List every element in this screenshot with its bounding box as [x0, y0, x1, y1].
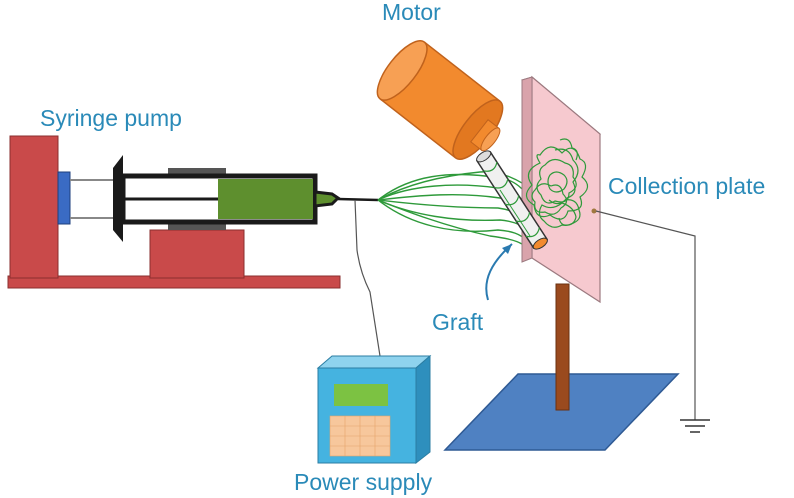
syringe-fluid [218, 179, 313, 219]
keypad [329, 415, 391, 457]
plunger-pad [57, 171, 71, 225]
syringe-pump-icon [7, 135, 379, 289]
pump-upright [9, 135, 59, 279]
stand-base [443, 373, 680, 451]
syringe-tip [313, 190, 341, 208]
graft-icon [475, 150, 549, 250]
stand-icon [443, 283, 680, 451]
power-supply-label: Power supply [294, 469, 433, 495]
power-supply-icon [316, 354, 432, 465]
motor-label: Motor [382, 0, 441, 25]
wires [354, 199, 696, 420]
graft-label: Graft [432, 309, 484, 335]
collection-plate-label: Collection plate [608, 173, 765, 199]
needle [337, 197, 379, 202]
stand-pole [555, 283, 570, 411]
motor-icon [376, 40, 504, 160]
fiber-cloud [525, 138, 589, 228]
power-supply-screen [334, 384, 388, 406]
ground-icon [680, 419, 710, 433]
syringe-pump-label: Syringe pump [40, 105, 182, 131]
plate-contact [591, 208, 597, 214]
graft-pointer-arrow [485, 243, 513, 301]
plate-face [531, 75, 601, 304]
pump-holder-block [149, 229, 245, 279]
collection-plate-icon [520, 75, 602, 304]
